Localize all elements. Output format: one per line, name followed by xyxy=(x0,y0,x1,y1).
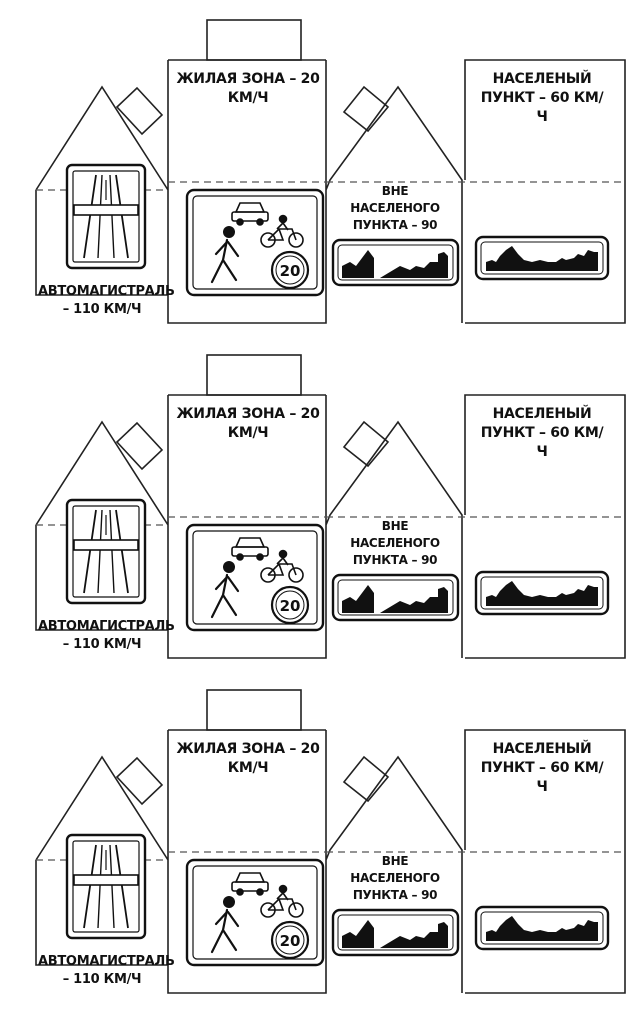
car-icon xyxy=(231,537,269,561)
chimney-left xyxy=(115,756,164,806)
label-settlement: НАСЕЛЕНЫЙ ПУНКТ – 60 КМ/Ч xyxy=(480,406,604,460)
net-outline xyxy=(35,59,626,324)
chimney-middle xyxy=(342,755,390,803)
bicycle-icon xyxy=(260,549,304,583)
net-outline xyxy=(35,729,626,994)
speed-limit-20-icon: 20 xyxy=(270,920,310,960)
net-outline xyxy=(35,394,626,659)
label-outside-settlement: ВНЕ НАСЕЛЕНОГО ПУНКТА – 90 xyxy=(350,519,440,567)
pedestrian-icon xyxy=(210,896,240,954)
label-outside-settlement: ВНЕ НАСЕЛЕНОГО ПУНКТА – 90 xyxy=(350,854,440,902)
chimney-left xyxy=(115,421,164,471)
chimney-middle xyxy=(342,420,390,468)
settlement-sign-icon xyxy=(474,235,610,281)
bicycle-icon xyxy=(260,214,304,248)
chimney-middle xyxy=(342,85,390,133)
label-settlement: НАСЕЛЕНЫЙ ПУНКТ – 60 КМ/Ч xyxy=(480,741,604,795)
glue-flap-top xyxy=(206,19,302,61)
speed-limit-number: 20 xyxy=(280,262,301,280)
settlement-sign-icon xyxy=(474,905,610,951)
settlement-end-sign-icon xyxy=(331,573,460,622)
template-copy-2: 20 ЖИЛАЯ ЗОНА – 20 КМ/Ч НАСЕЛЕНЫЙ ПУНКТ … xyxy=(0,335,637,670)
car-icon xyxy=(231,202,269,226)
label-living-zone: ЖИЛАЯ ЗОНА – 20 КМ/Ч xyxy=(176,406,320,441)
template-copy-3: 20 ЖИЛАЯ ЗОНА – 20 КМ/Ч НАСЕЛЕНЫЙ ПУНКТ … xyxy=(0,670,637,1005)
house-net-outline: 20 xyxy=(35,354,626,659)
bicycle-icon xyxy=(260,884,304,918)
label-settlement: НАСЕЛЕНЫЙ ПУНКТ – 60 КМ/Ч xyxy=(480,71,604,125)
speed-limit-20-icon: 20 xyxy=(270,250,310,290)
label-motorway: АВТОМАГИСТРАЛЬ – 110 КМ/Ч xyxy=(38,954,175,987)
label-outside-settlement: ВНЕ НАСЕЛЕНОГО ПУНКТА – 90 xyxy=(350,184,440,232)
label-motorway: АВТОМАГИСТРАЛЬ – 110 КМ/Ч xyxy=(38,619,175,652)
glue-flap-top xyxy=(206,354,302,396)
template-copy-1: 20 ЖИЛАЯ ЗОНА – 20 КМ/Ч НАСЕЛЕНЫЙ ПУНКТ … xyxy=(0,0,637,335)
speed-limit-number: 20 xyxy=(280,932,301,950)
settlement-end-sign-icon xyxy=(331,908,460,957)
motorway-sign-icon xyxy=(65,498,147,605)
label-living-zone: ЖИЛАЯ ЗОНА – 20 КМ/Ч xyxy=(176,741,320,776)
house-net-outline: 20 xyxy=(35,19,626,324)
chimney-left xyxy=(115,86,164,136)
car-icon xyxy=(231,872,269,896)
motorway-sign-icon xyxy=(65,833,147,940)
pedestrian-icon xyxy=(210,561,240,619)
settlement-end-sign-icon xyxy=(331,238,460,287)
label-motorway: АВТОМАГИСТРАЛЬ – 110 КМ/Ч xyxy=(38,284,175,317)
motorway-sign-icon xyxy=(65,163,147,270)
pedestrian-icon xyxy=(210,226,240,284)
glue-flap-top xyxy=(206,689,302,731)
speed-limit-number: 20 xyxy=(280,597,301,615)
house-net-outline: 20 xyxy=(35,689,626,994)
settlement-sign-icon xyxy=(474,570,610,616)
label-living-zone: ЖИЛАЯ ЗОНА – 20 КМ/Ч xyxy=(176,71,320,106)
speed-limit-20-icon: 20 xyxy=(270,585,310,625)
